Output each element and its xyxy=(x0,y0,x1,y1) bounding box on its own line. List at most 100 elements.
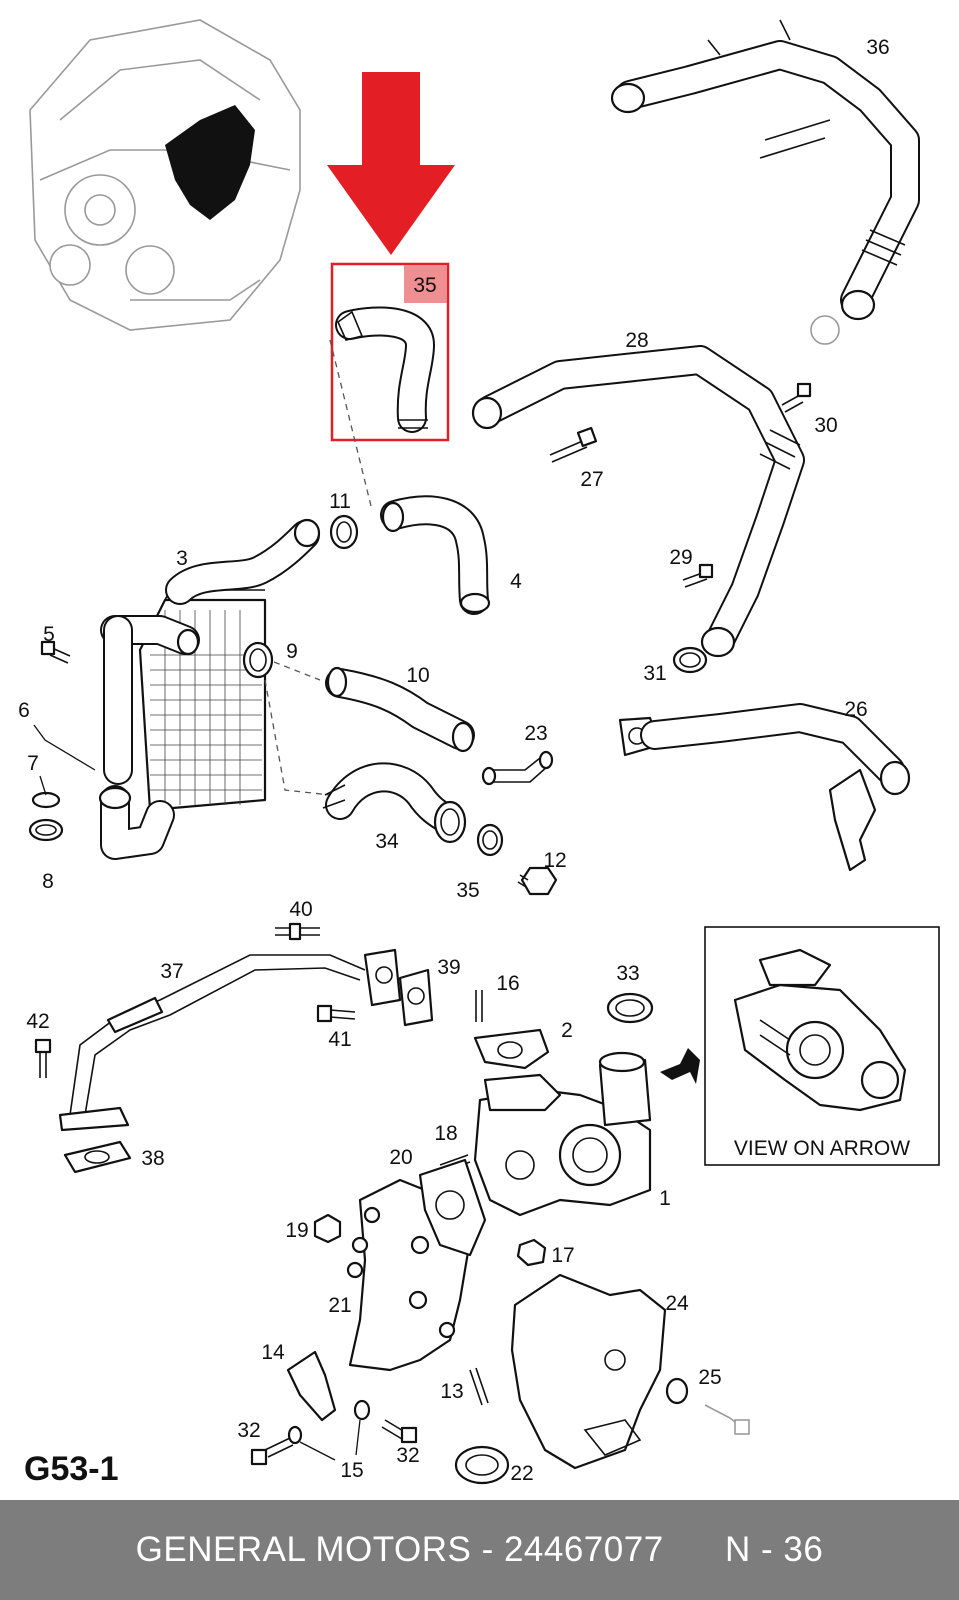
turbocharger-1 xyxy=(473,1051,652,1217)
part-label-21: 21 xyxy=(328,1294,351,1317)
pipe-28 xyxy=(471,345,805,658)
part-label-29: 29 xyxy=(669,546,692,569)
part-label-11: 11 xyxy=(329,490,351,513)
part-label-33: 33 xyxy=(616,962,639,985)
part-label-9: 9 xyxy=(286,640,298,663)
nut-19 xyxy=(313,1213,342,1244)
view-on-arrow-label: VIEW ON ARROW xyxy=(734,1137,910,1160)
part-label-22: 22 xyxy=(510,1462,533,1485)
part-label-34: 34 xyxy=(375,830,399,853)
clamp-31 xyxy=(672,646,708,674)
part-label-19: 19 xyxy=(285,1219,308,1242)
gasket-20 xyxy=(418,1158,487,1257)
highlight-box-part-36: 35 xyxy=(330,262,450,442)
nut-17 xyxy=(516,1238,547,1267)
part-label-41: 40 xyxy=(289,898,312,921)
part-label-20: 20 xyxy=(389,1146,412,1169)
gasket-22 xyxy=(454,1445,510,1485)
heat-shield-24 xyxy=(510,1273,667,1470)
clamp-33 xyxy=(606,992,654,1024)
part-label-7: 7 xyxy=(27,752,39,775)
clamp-35 xyxy=(476,823,504,857)
bolt-30 xyxy=(781,382,812,413)
view-on-arrow-inset: VIEW ON ARROW xyxy=(704,926,940,1166)
part-label-23: 23 xyxy=(524,722,547,745)
pipe-37 xyxy=(610,19,920,345)
intercooler-3 xyxy=(98,518,321,860)
dashed-guide-34 xyxy=(264,679,331,796)
part-label-5: 5 xyxy=(43,623,55,646)
parts-diagram: 35 xyxy=(18,19,940,1485)
hose-10 xyxy=(325,666,475,753)
part-label-14: 14 xyxy=(261,1341,285,1364)
part-label-42: 41 xyxy=(328,1028,351,1051)
dashed-guide-9 xyxy=(273,661,321,681)
part-labels: 1 2 3 4 5 6 7 8 9 10 11 12 13 14 15 16 1… xyxy=(18,36,890,1485)
o-ring-7 xyxy=(31,791,61,809)
part-label-39: 38 xyxy=(141,1147,164,1170)
bolt-32-right xyxy=(381,1419,418,1444)
part-label-15: 15 xyxy=(340,1459,363,1482)
part-label-10: 10 xyxy=(406,664,429,687)
part-label-32-left: 32 xyxy=(237,1419,260,1442)
stud-41 xyxy=(275,922,320,941)
hose-4 xyxy=(380,495,491,615)
washers-15 xyxy=(287,1399,371,1461)
part-label-1: 1 xyxy=(659,1187,671,1210)
part-label-2: 2 xyxy=(561,1019,573,1042)
part-label-4: 4 xyxy=(510,570,522,593)
bolt-29 xyxy=(682,563,714,588)
bolt-12 xyxy=(517,866,558,896)
bolt-43 xyxy=(34,1038,52,1078)
gasket-39 xyxy=(63,1140,132,1174)
diagram-code: G53-1 xyxy=(24,1450,119,1488)
part-label-43: 42 xyxy=(26,1010,49,1033)
part-label-24: 24 xyxy=(665,1292,689,1315)
part-label-3: 3 xyxy=(176,547,188,570)
pipe-26 xyxy=(618,703,911,872)
part-label-35: 35 xyxy=(456,879,479,902)
clamp-9 xyxy=(242,641,274,679)
part-label-16: 16 xyxy=(496,972,519,995)
hose-23 xyxy=(481,750,554,786)
part-label-36: 35 xyxy=(413,274,436,297)
pipe-38 xyxy=(58,948,402,1132)
part-label-6: 6 xyxy=(18,699,30,722)
bolt-25 xyxy=(704,1404,750,1435)
footer-part-info: GENERAL MOTORS - 24467077 N - 36 xyxy=(135,1530,824,1569)
bracket-14 xyxy=(286,1350,337,1422)
part-label-26: 26 xyxy=(844,698,867,721)
bolt-42 xyxy=(316,1004,356,1023)
stud-13 xyxy=(469,1367,489,1406)
part-label-40: 39 xyxy=(437,956,460,979)
part-label-38: 37 xyxy=(160,960,183,983)
clamp-11 xyxy=(329,514,359,550)
part-label-25: 25 xyxy=(698,1366,721,1389)
part-label-32-right: 32 xyxy=(396,1444,419,1467)
part-label-17: 17 xyxy=(551,1244,574,1267)
view-arrow-icon xyxy=(660,1048,700,1084)
dashed-guide-36 xyxy=(329,339,373,511)
washer-25 xyxy=(665,1377,689,1405)
footer-bar: GENERAL MOTORS - 24467077 N - 36 xyxy=(0,1500,959,1600)
stud-16 xyxy=(475,990,483,1022)
leader-lines xyxy=(33,724,96,796)
part-label-18: 18 xyxy=(434,1122,457,1145)
part-label-13: 13 xyxy=(440,1380,463,1403)
bolt-32-left xyxy=(250,1437,294,1466)
clamp-8 xyxy=(28,818,64,842)
part-label-27: 27 xyxy=(580,468,603,491)
part-label-8: 8 xyxy=(42,870,54,893)
highlight-arrow xyxy=(327,72,455,255)
part-label-30: 30 xyxy=(814,414,837,437)
gasket-2 xyxy=(473,1028,550,1070)
hose-34 xyxy=(322,762,467,844)
bolt-27 xyxy=(549,426,598,463)
part-label-28: 28 xyxy=(625,329,648,352)
gasket-40 xyxy=(398,968,434,1027)
part-label-31: 31 xyxy=(643,662,666,685)
part-label-37: 36 xyxy=(866,36,889,59)
part-label-12: 12 xyxy=(543,849,566,872)
engine-overview-image xyxy=(29,19,301,331)
bolt-5 xyxy=(40,640,71,664)
